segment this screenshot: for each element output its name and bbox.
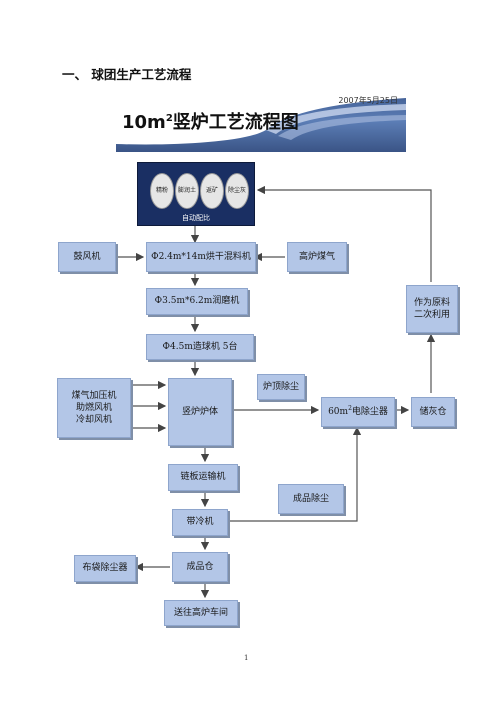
moistening-mill-node: Ф3.5m*6.2m润磨机 — [146, 288, 248, 315]
reuse-line-2: 二次利用 — [413, 310, 450, 320]
section-heading: 一、 球团生产工艺流程 — [62, 67, 192, 82]
batching-system: 精粉 膨润土 返矿 除尘灰 自动配比 — [137, 162, 255, 226]
banner-title: 10m2竖炉工艺流程图 — [122, 112, 299, 133]
belt-cooler-node: 带冷机 — [172, 509, 228, 536]
banner-date: 2007年5月25日 — [338, 96, 398, 105]
pelletizer-node: Ф4.5m造球机 5台 — [146, 334, 254, 360]
to-blast-furnace-node: 送往高炉车间 — [164, 600, 238, 626]
cooling-fan-label: 冷却风机 — [75, 415, 112, 426]
product-dust-removal-node: 成品除尘 — [278, 484, 344, 514]
combustion-fan-label: 助燃风机 — [75, 402, 112, 413]
bag-filter-node: 布袋除尘器 — [74, 555, 136, 582]
flowchart-title-banner: 2007年5月25日 10m2竖炉工艺流程图 — [116, 90, 406, 152]
furnace-top-dust-removal-node: 炉顶除尘 — [257, 374, 305, 400]
ash-bin-node: 储灰仓 — [411, 397, 455, 427]
product-bin-node: 成品仓 — [172, 552, 228, 582]
batching-silo-concentrate: 精粉 — [150, 173, 174, 209]
dryer-mixer-node: Ф2.4m*14m烘干混料机 — [146, 242, 256, 272]
reuse-line-1: 作为原料 — [413, 297, 450, 308]
batching-silo-dust: 除尘灰 — [225, 173, 249, 209]
batching-caption: 自动配比 — [182, 214, 210, 222]
blower-node: 鼓风机 — [58, 242, 116, 272]
reuse-as-raw-material-node: 作为原料 二次利用 — [406, 285, 458, 333]
batching-silo-bentonite: 膨润土 — [175, 173, 199, 209]
electrostatic-precipitator-node: 60m2电除尘器 — [321, 397, 395, 427]
fans-group-node: 煤气加压机 助燃风机 冷却风机 — [57, 378, 131, 438]
gas-booster-label: 煤气加压机 — [71, 390, 117, 401]
shaft-furnace-node: 竖炉炉体 — [168, 378, 232, 446]
banner-swoosh — [116, 90, 406, 145]
batching-silo-return-fines: 返矿 — [200, 173, 224, 209]
blast-furnace-gas-node: 高炉煤气 — [287, 242, 347, 272]
chain-conveyor-node: 链板运输机 — [168, 464, 238, 491]
page-number: 1 — [244, 654, 249, 662]
